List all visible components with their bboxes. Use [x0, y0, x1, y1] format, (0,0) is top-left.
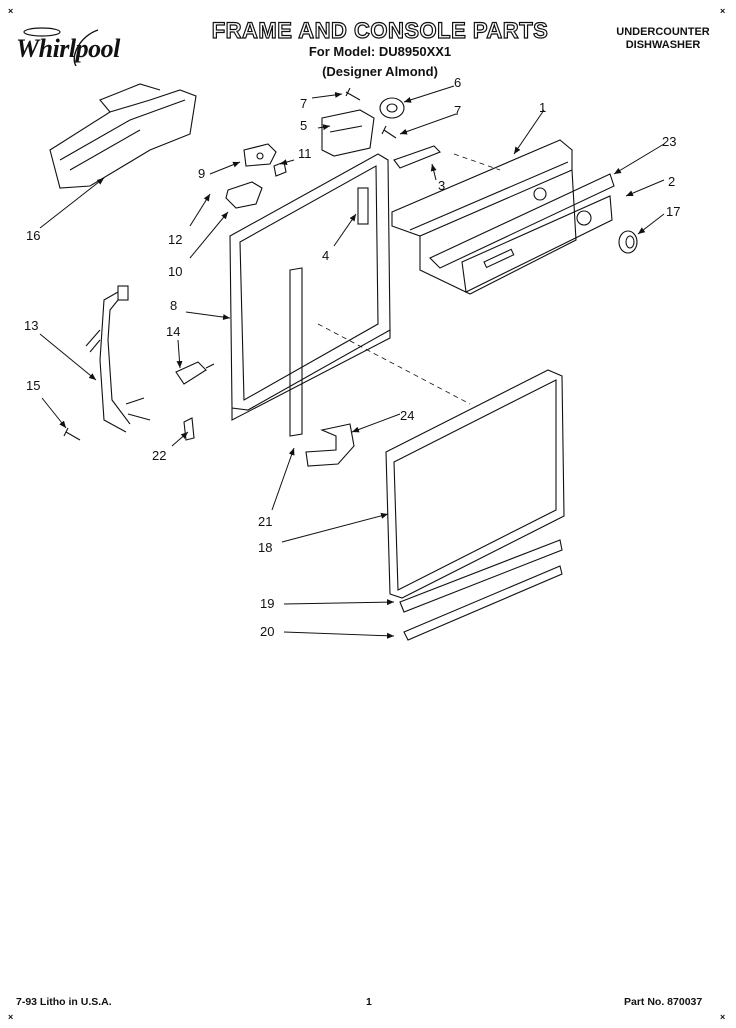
part-door-panel — [385, 369, 565, 599]
brand-logo: Whirlpool — [10, 26, 150, 71]
corner-mark-bottom-left: × — [8, 1012, 14, 1022]
callout-5: 5 — [300, 118, 307, 133]
corner-mark-right: × — [720, 6, 726, 16]
callout-2: 2 — [668, 174, 675, 189]
corner-mark-left: × — [8, 6, 14, 16]
page-title: FRAME AND CONSOLE PARTS — [211, 17, 549, 43]
callout-24: 24 — [400, 408, 414, 423]
part-door-switch — [175, 361, 215, 385]
callout-3: 3 — [438, 178, 445, 193]
corner-mark-bottom-right: × — [720, 1012, 726, 1022]
part-door-frame — [229, 153, 391, 421]
part-control-panel — [429, 173, 615, 293]
part-screw-15 — [63, 427, 81, 441]
callout-leaders — [39, 85, 665, 639]
callout-18: 18 — [258, 540, 272, 555]
callout-22: 22 — [152, 448, 166, 463]
callout-20: 20 — [260, 624, 274, 639]
callout-14: 14 — [166, 324, 180, 339]
appliance-type: UNDERCOUNTER DISHWASHER — [598, 26, 728, 52]
logo-swoosh-icon — [23, 27, 99, 67]
part-knob — [618, 230, 638, 254]
callout-1: 1 — [539, 100, 546, 115]
callout-21: 21 — [258, 514, 272, 529]
part-latch-strip — [393, 145, 441, 169]
part-side-channel — [289, 267, 303, 437]
part-wire-harness — [85, 285, 151, 433]
callout-16: 16 — [26, 228, 40, 243]
part-bottom-trim — [399, 539, 563, 641]
part-bracket — [379, 97, 405, 119]
callout-6: 6 — [454, 75, 461, 90]
part-hinge-bracket — [225, 143, 287, 209]
callout-19: 19 — [260, 596, 274, 611]
appliance-type-line-1: UNDERCOUNTER — [616, 26, 710, 38]
part-door-bracket — [305, 423, 355, 467]
part-console — [391, 139, 577, 295]
model-line: For Model: DU8950XX1 — [308, 44, 452, 59]
callout-8: 8 — [170, 298, 177, 313]
part-vent-housing — [49, 83, 197, 189]
callout-7a: 7 — [300, 96, 307, 111]
part-number: Part No. 870037 — [624, 996, 703, 1008]
callout-9: 9 — [198, 166, 205, 181]
callout-17: 17 — [666, 204, 680, 219]
callout-13: 13 — [24, 318, 38, 333]
callout-23: 23 — [662, 134, 676, 149]
alignment-lines — [317, 153, 501, 405]
callout-numbers: 1 2 3 4 5 6 7 7 8 9 10 11 12 13 14 15 16… — [24, 75, 680, 639]
part-clip — [183, 417, 195, 441]
page-number: 1 — [366, 996, 372, 1008]
part-switch — [321, 109, 375, 157]
callout-4: 4 — [322, 248, 329, 263]
callout-15: 15 — [26, 378, 40, 393]
callout-11: 11 — [298, 146, 312, 161]
color-line: (Designer Almond) — [322, 64, 438, 79]
litho-note: 7-93 Litho in U.S.A. — [16, 996, 112, 1008]
brand-name: Whirlpool — [16, 34, 120, 63]
part-screws — [345, 87, 397, 139]
callout-7b: 7 — [454, 103, 461, 118]
appliance-type-line-2: DISHWASHER — [625, 39, 701, 51]
callout-12: 12 — [168, 232, 182, 247]
callout-10: 10 — [168, 264, 182, 279]
